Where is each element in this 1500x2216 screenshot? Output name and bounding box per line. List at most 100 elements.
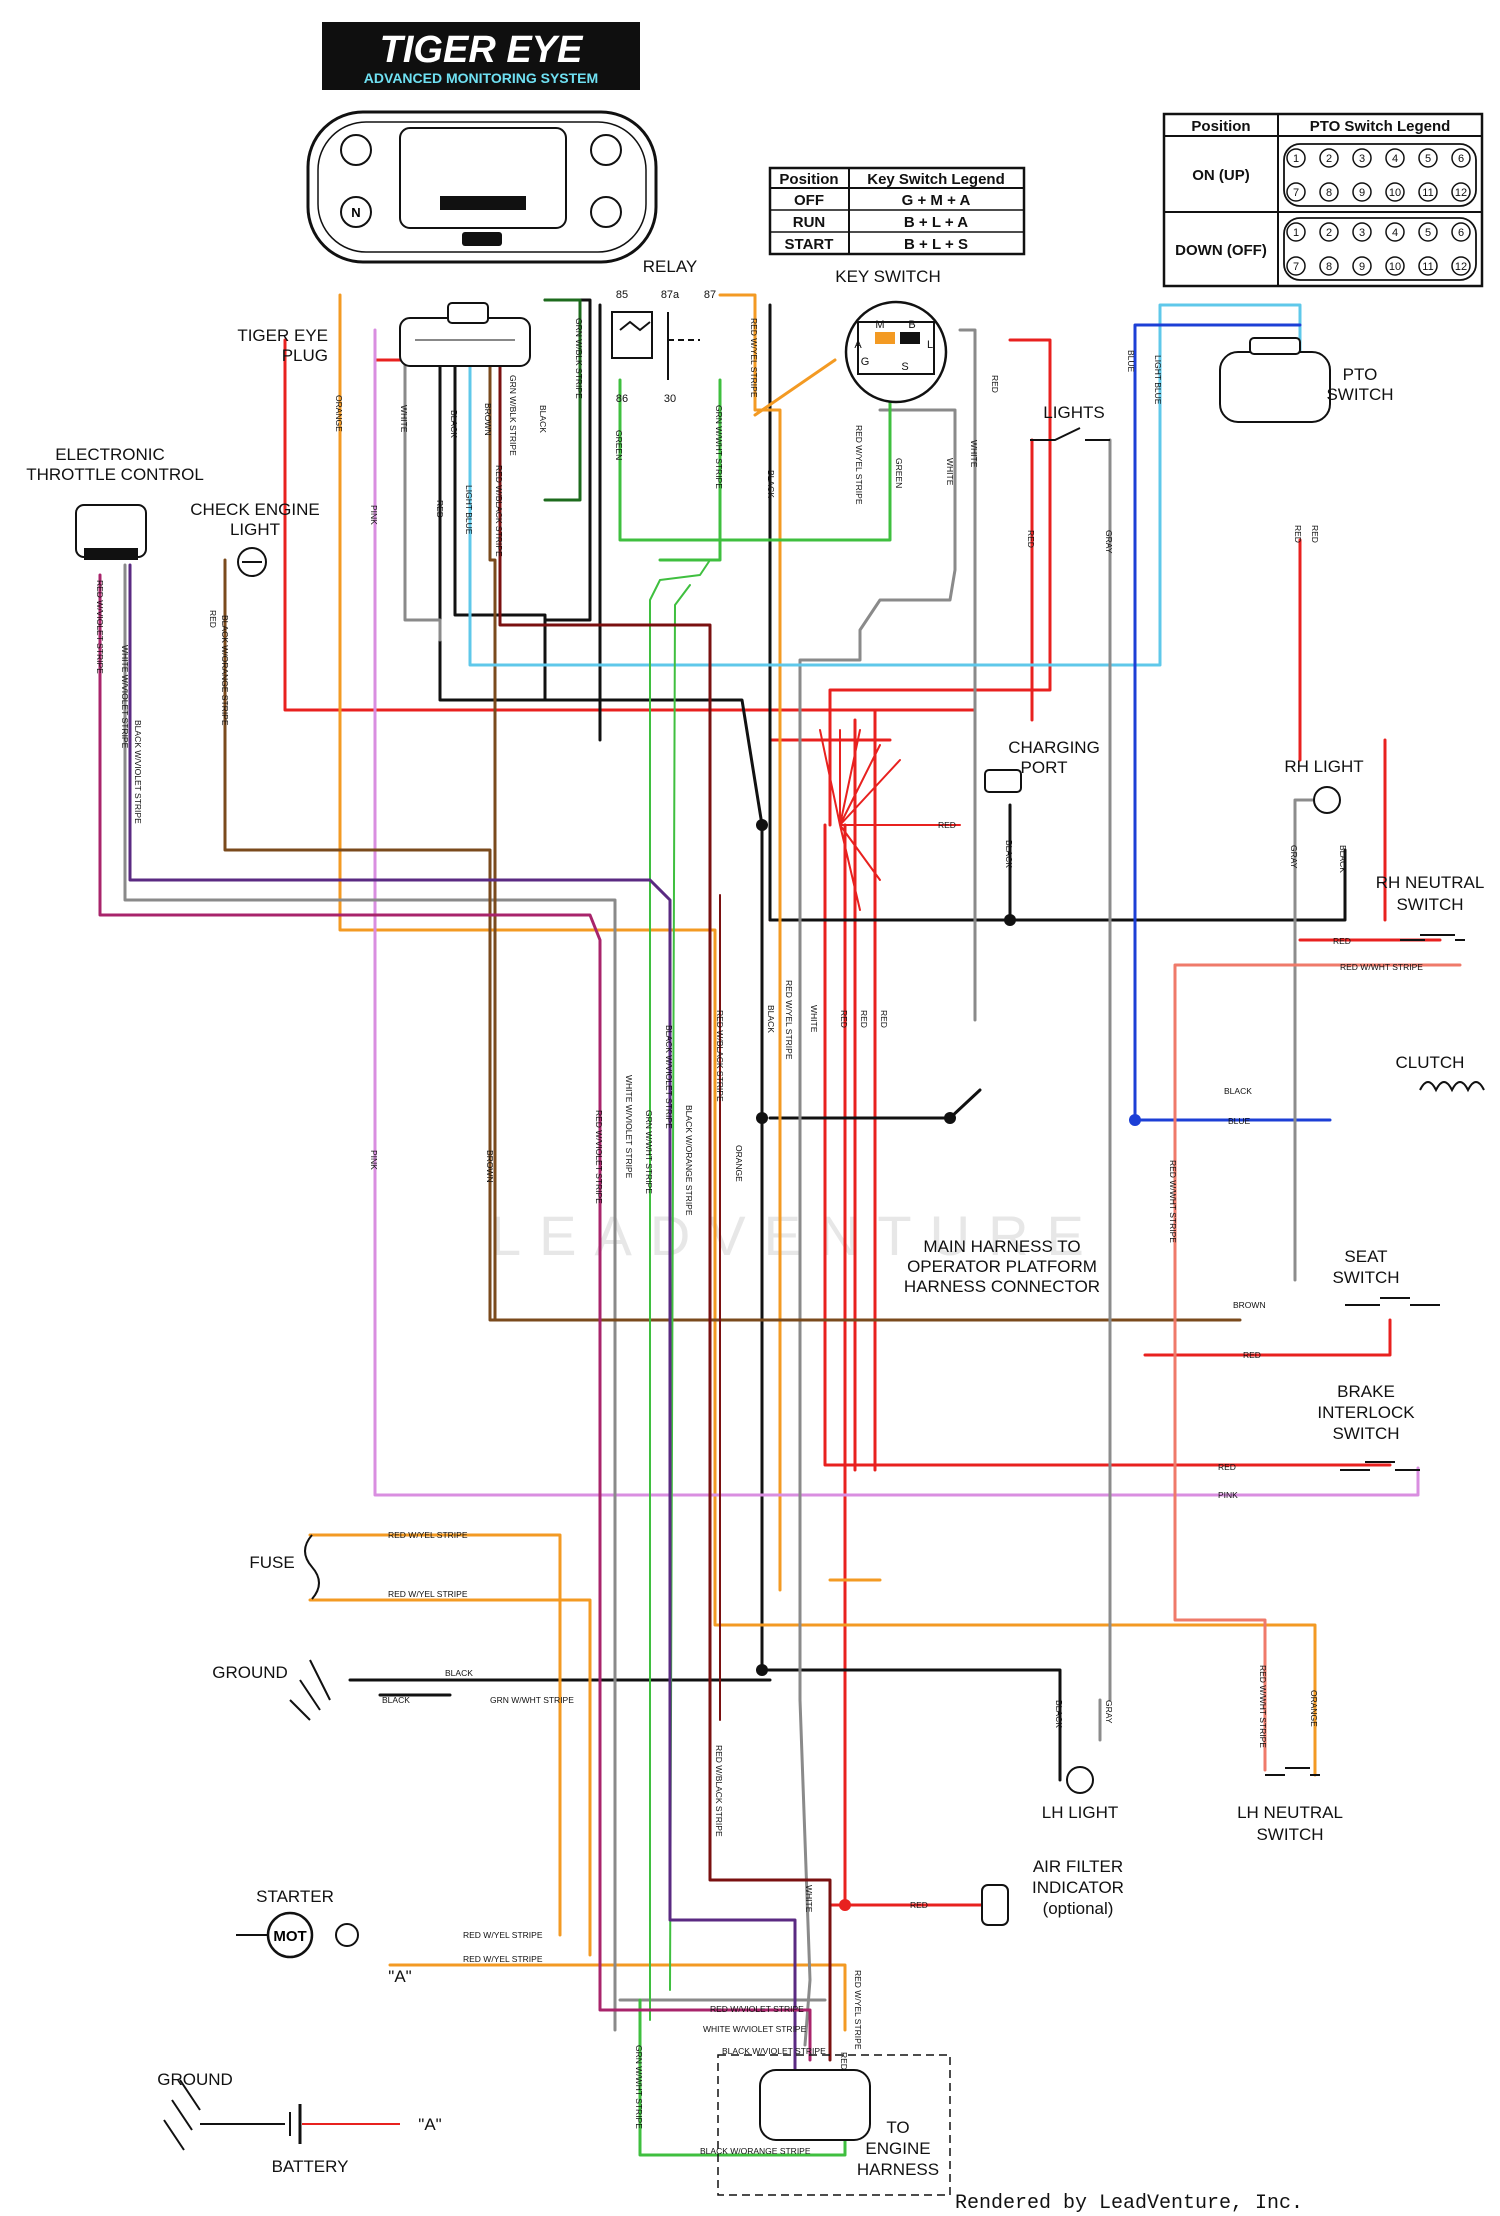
wire-label-orange-top: ORANGE	[334, 395, 344, 432]
wire-label-black-rh: BLACK	[1338, 845, 1348, 873]
pto-pin-circle	[1352, 222, 1372, 242]
label-electronic-throttle-1: ELECTRONIC	[55, 445, 165, 464]
key-terminal-a: A	[854, 339, 862, 351]
wire-label-red-brake: RED	[1218, 1462, 1236, 1472]
wire-label-black-mid: BLACK	[766, 1005, 776, 1033]
pto-pin-label: 7	[1293, 187, 1299, 199]
rh-neutral-switch	[1400, 934, 1465, 941]
label-ground-1: GROUND	[212, 1663, 288, 1682]
wire-harness	[98, 293, 1462, 2157]
wire-label-blue-clutch: BLUE	[1228, 1116, 1251, 1126]
pto-pin-circle	[1418, 222, 1438, 242]
label-main-harness-3: HARNESS CONNECTOR	[904, 1277, 1100, 1296]
tiger-eye-plug	[399, 302, 531, 367]
wire-label-black-wviolet-throttle: BLACK W/VIOLET STRIPE	[133, 720, 143, 824]
label-air-filter-3: (optional)	[1043, 1899, 1114, 1918]
wire-label-gray-rh: GRAY	[1289, 845, 1299, 869]
label-main-harness-2: OPERATOR PLATFORM	[907, 1257, 1097, 1276]
pto-pin-circle	[1451, 222, 1471, 242]
relay-terminal-87: 87	[704, 289, 716, 301]
wire-label-brown-seat: BROWN	[1233, 1300, 1266, 1310]
wire-label-grn-wwht-low: GRN W/WHT STRIPE	[634, 2045, 644, 2129]
key-terminal-s: S	[901, 361, 908, 373]
key-switch	[844, 300, 948, 404]
pto-pin-label: 4	[1392, 153, 1398, 165]
relay-terminal-85: 85	[616, 289, 628, 301]
wire-label-red-lights: RED	[1026, 530, 1036, 548]
fuse	[304, 1534, 320, 1600]
wire-label-red-wyel-fuse-2: RED W/YEL STRIPE	[388, 1589, 468, 1599]
key-terminal-l: L	[927, 339, 933, 351]
pto-pin-label: 12	[1455, 261, 1467, 273]
relay	[611, 311, 700, 380]
label-seat-switch-2: SWITCH	[1332, 1268, 1399, 1287]
pto-pin-label: 10	[1389, 187, 1401, 199]
label-rh-neutral-1: RH NEUTRAL	[1376, 873, 1485, 892]
wire-label-light-blue-pto: LIGHT BLUE	[1153, 355, 1163, 405]
pto-legend-header-legend: PTO Switch Legend	[1310, 118, 1451, 135]
relay-terminal-30: 30	[664, 393, 676, 405]
relay-terminal-87a: 87a	[661, 289, 680, 301]
monitor-display: N	[306, 110, 658, 264]
wire-label-black-wviolet-mid: BLACK W/VIOLET STRIPE	[664, 1025, 674, 1129]
pto-pin-label: 6	[1458, 227, 1464, 239]
brand-logo: TIGER EYE ADVANCED MONITORING SYSTEM	[322, 22, 640, 90]
key-switch-legend: Position Key Switch Legend OFF G + M + A…	[768, 166, 1026, 256]
wire-label-red-wyel-starter-1: RED W/YEL STRIPE	[463, 1930, 543, 1940]
wire-label-pink-top: PINK	[369, 505, 379, 525]
air-filter-indicator	[981, 1884, 1009, 1926]
check-engine-light	[237, 547, 267, 577]
wire-label-red-low: RED	[839, 2052, 849, 2070]
pto-pin-label: 5	[1425, 153, 1431, 165]
pto-pin-circle	[1451, 182, 1471, 202]
wire-label-gray-lights: GRAY	[1104, 530, 1114, 554]
pto-pin-circle	[1286, 256, 1306, 276]
label-battery: BATTERY	[272, 2157, 349, 2176]
pto-pin-label: 3	[1359, 227, 1365, 239]
wire-label-blue-pto: BLUE	[1126, 350, 1136, 373]
pto-pin-label: 7	[1293, 261, 1299, 273]
rendered-by: Rendered by LeadVenture, Inc.	[955, 2192, 1303, 2215]
label-to-engine-2: ENGINE	[865, 2139, 930, 2158]
pto-pin-label: 3	[1359, 153, 1365, 165]
label-check-engine-1: CHECK ENGINE	[190, 500, 319, 519]
label-lh-neutral-1: LH NEUTRAL	[1237, 1803, 1343, 1822]
wire-label-black-plug-1: BLACK	[449, 410, 459, 438]
wire-label-white-wviolet-mid: WHITE W/VIOLET STRIPE	[624, 1075, 634, 1179]
lh-neutral-switch	[1265, 1767, 1320, 1776]
pto-pin-circle	[1319, 148, 1339, 168]
label-lights: LIGHTS	[1043, 403, 1104, 422]
wire-label-black-ground-2: BLACK	[382, 1695, 410, 1705]
key-legend-row-run: RUN	[793, 214, 826, 231]
pto-pin-label: 9	[1359, 187, 1365, 199]
wire-label-black-wviolet-low: BLACK W/VIOLET STRIPE	[722, 2046, 826, 2056]
wire-label-red-wyel-starter-2: RED W/YEL STRIPE	[463, 1954, 543, 1964]
pto-switch-connector	[1219, 337, 1331, 423]
charging-port	[984, 769, 1022, 793]
pto-legend-header-position: Position	[1191, 118, 1250, 135]
label-starter: STARTER	[256, 1887, 334, 1906]
wire-label-red-wwht-rh: RED W/WHT STRIPE	[1340, 962, 1423, 972]
wire-label-green-key: GREEN	[894, 458, 904, 488]
wire-label-black-worange-low: BLACK W/ORANGE STRIPE	[700, 2146, 811, 2156]
pto-pin-label: 11	[1422, 187, 1433, 199]
wire-label-brown-plug: BROWN	[483, 403, 493, 436]
pto-pin-label: 9	[1359, 261, 1365, 273]
brake-switch	[1340, 1461, 1420, 1471]
pto-pin-circle	[1418, 148, 1438, 168]
pto-pin-circle	[1451, 148, 1471, 168]
ground-symbol-1	[289, 1659, 331, 1721]
pto-pin-circle	[1385, 148, 1405, 168]
key-terminal-b: B	[908, 319, 915, 331]
wire-label-gray-lh: GRAY	[1104, 1700, 1114, 1724]
pto-pin-label: 1	[1293, 153, 1299, 165]
wire-label-red-wviolet-throttle: RED W/VIOLET STRIPE	[95, 580, 105, 674]
wire-label-red-wwht-mid: RED W/WHT STRIPE	[1168, 1160, 1178, 1243]
label-brake-switch-2: INTERLOCK	[1317, 1403, 1415, 1422]
wire-label-grn-wblk-plug: GRN W/BLK STRIPE	[508, 375, 518, 456]
starter-motor	[236, 1911, 359, 1959]
wire-label-white-low: WHITE	[804, 1885, 814, 1913]
label-key-switch: KEY SWITCH	[835, 267, 940, 286]
pto-legend-on-up: ON (UP)	[1192, 167, 1250, 184]
